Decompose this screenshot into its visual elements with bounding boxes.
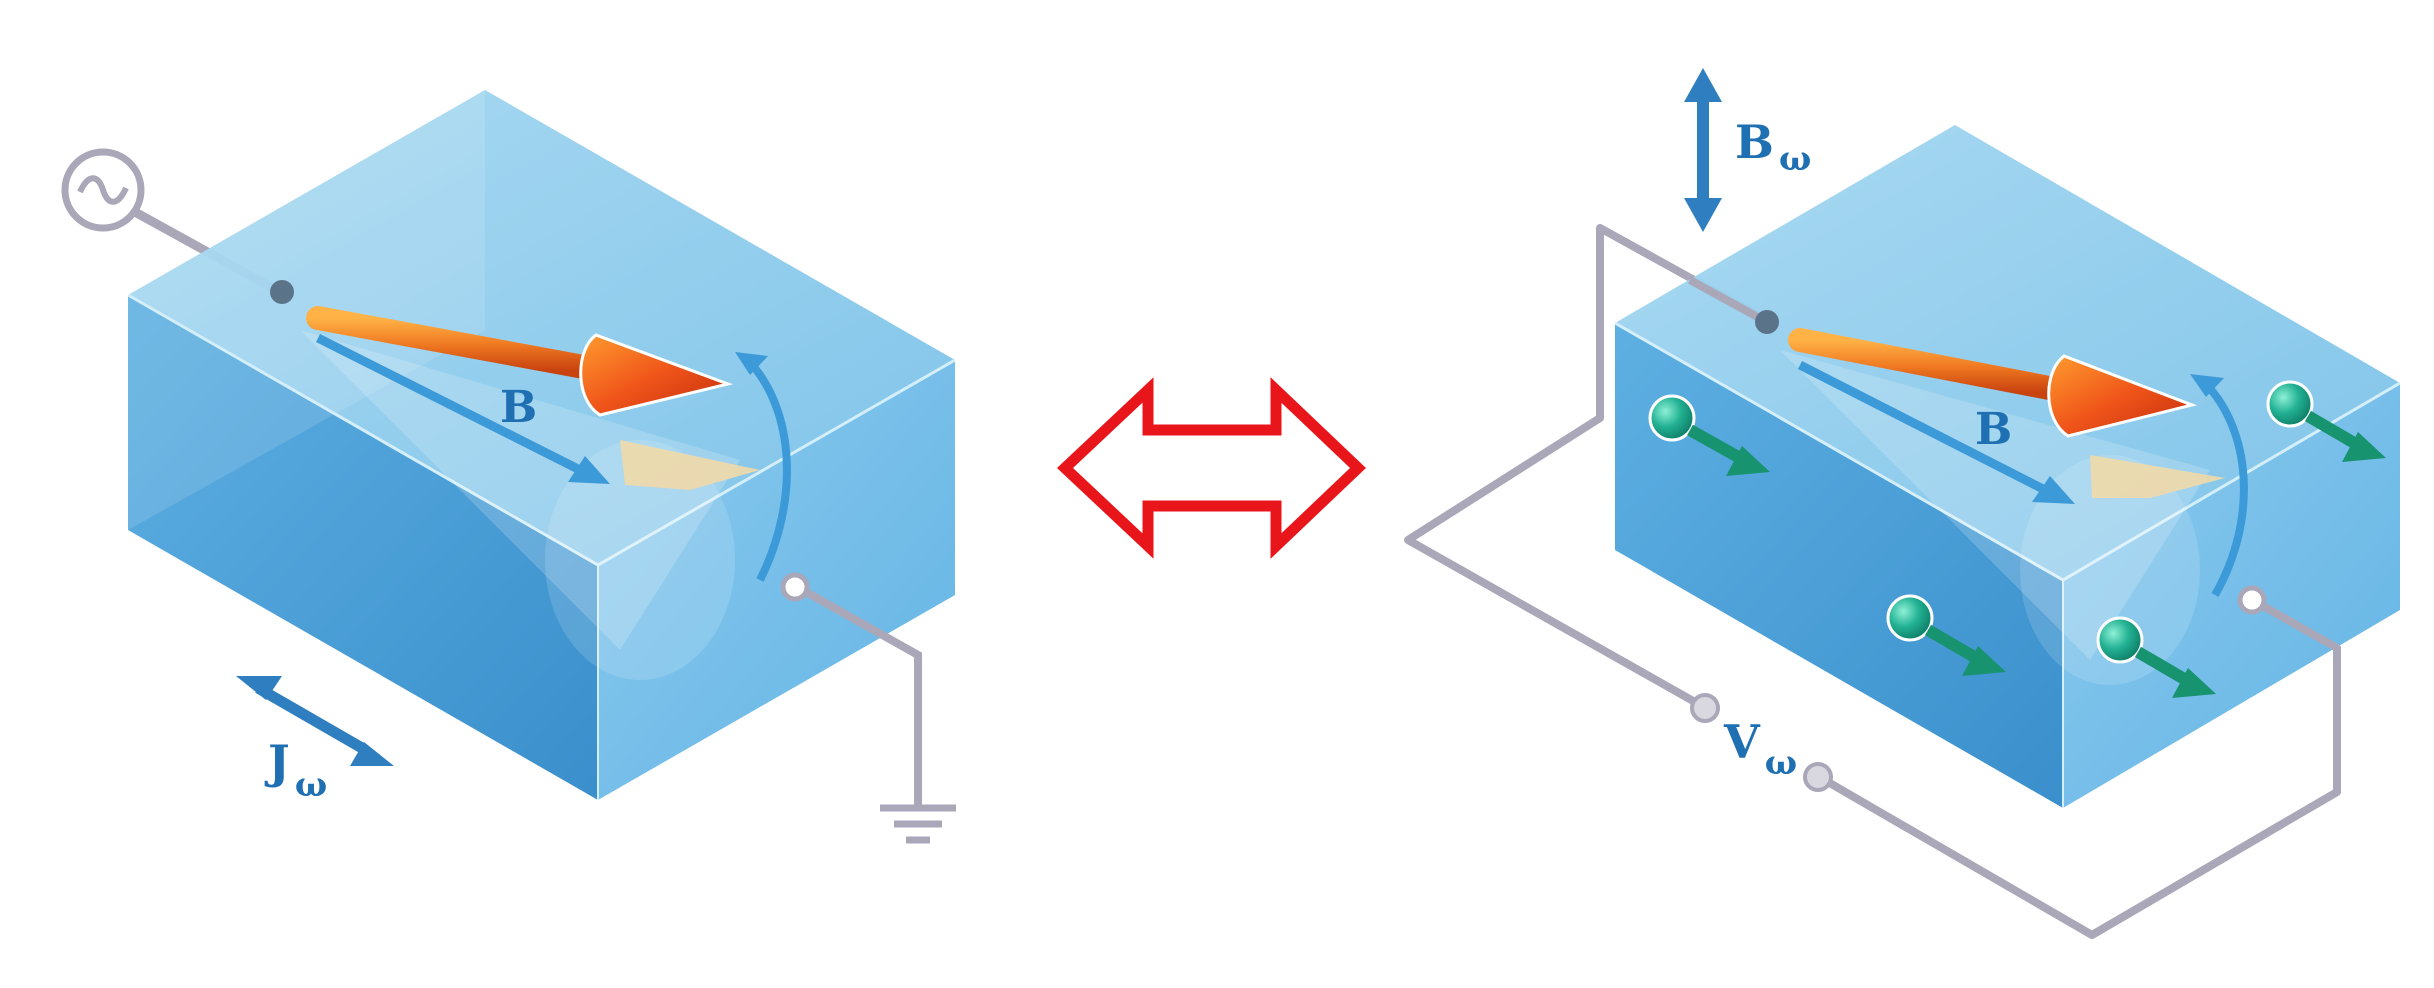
ground-contact xyxy=(780,572,810,602)
ac-source-icon xyxy=(61,148,145,232)
field-arrow-b xyxy=(315,333,610,484)
left-slab xyxy=(127,90,956,800)
circuit-wire-left xyxy=(1404,224,1772,710)
right-panel: B ω xyxy=(1404,68,2401,939)
precession-arrow xyxy=(735,352,791,582)
precession-cone-right xyxy=(2090,455,2225,498)
ground-icon xyxy=(880,804,956,844)
electron xyxy=(2096,616,2216,698)
field-label-b: B xyxy=(500,382,537,433)
slab-contact xyxy=(1755,310,1779,334)
left-panel: B J ω xyxy=(61,90,956,844)
field-label-b-right: B xyxy=(1975,404,2012,455)
field-arrow-b-right xyxy=(1797,360,2075,504)
voltage-terminal-left xyxy=(1690,693,1720,723)
magnetization-arrow-right xyxy=(1788,328,2197,438)
electron xyxy=(1886,594,2006,676)
input-contact xyxy=(270,280,294,304)
electron xyxy=(2266,380,2386,462)
ground-wire xyxy=(804,588,922,808)
voltage-terminal-right xyxy=(1803,762,1833,792)
current-arrow xyxy=(236,676,394,766)
output-contact xyxy=(2237,585,2267,615)
precession-arrow-right xyxy=(2190,374,2248,597)
circuit-wire-right xyxy=(1825,602,2341,939)
slab-wire xyxy=(1688,276,1765,324)
magnetization-arrow xyxy=(306,306,734,417)
ac-field-label: B ω xyxy=(1735,115,1811,179)
electron xyxy=(1648,394,1770,476)
ac-field-arrow xyxy=(1684,68,1722,232)
reciprocity-arrow xyxy=(1056,377,1366,559)
current-label: J ω xyxy=(264,735,327,805)
precession-cone xyxy=(620,440,760,490)
voltage-label: V ω xyxy=(1723,715,1797,783)
